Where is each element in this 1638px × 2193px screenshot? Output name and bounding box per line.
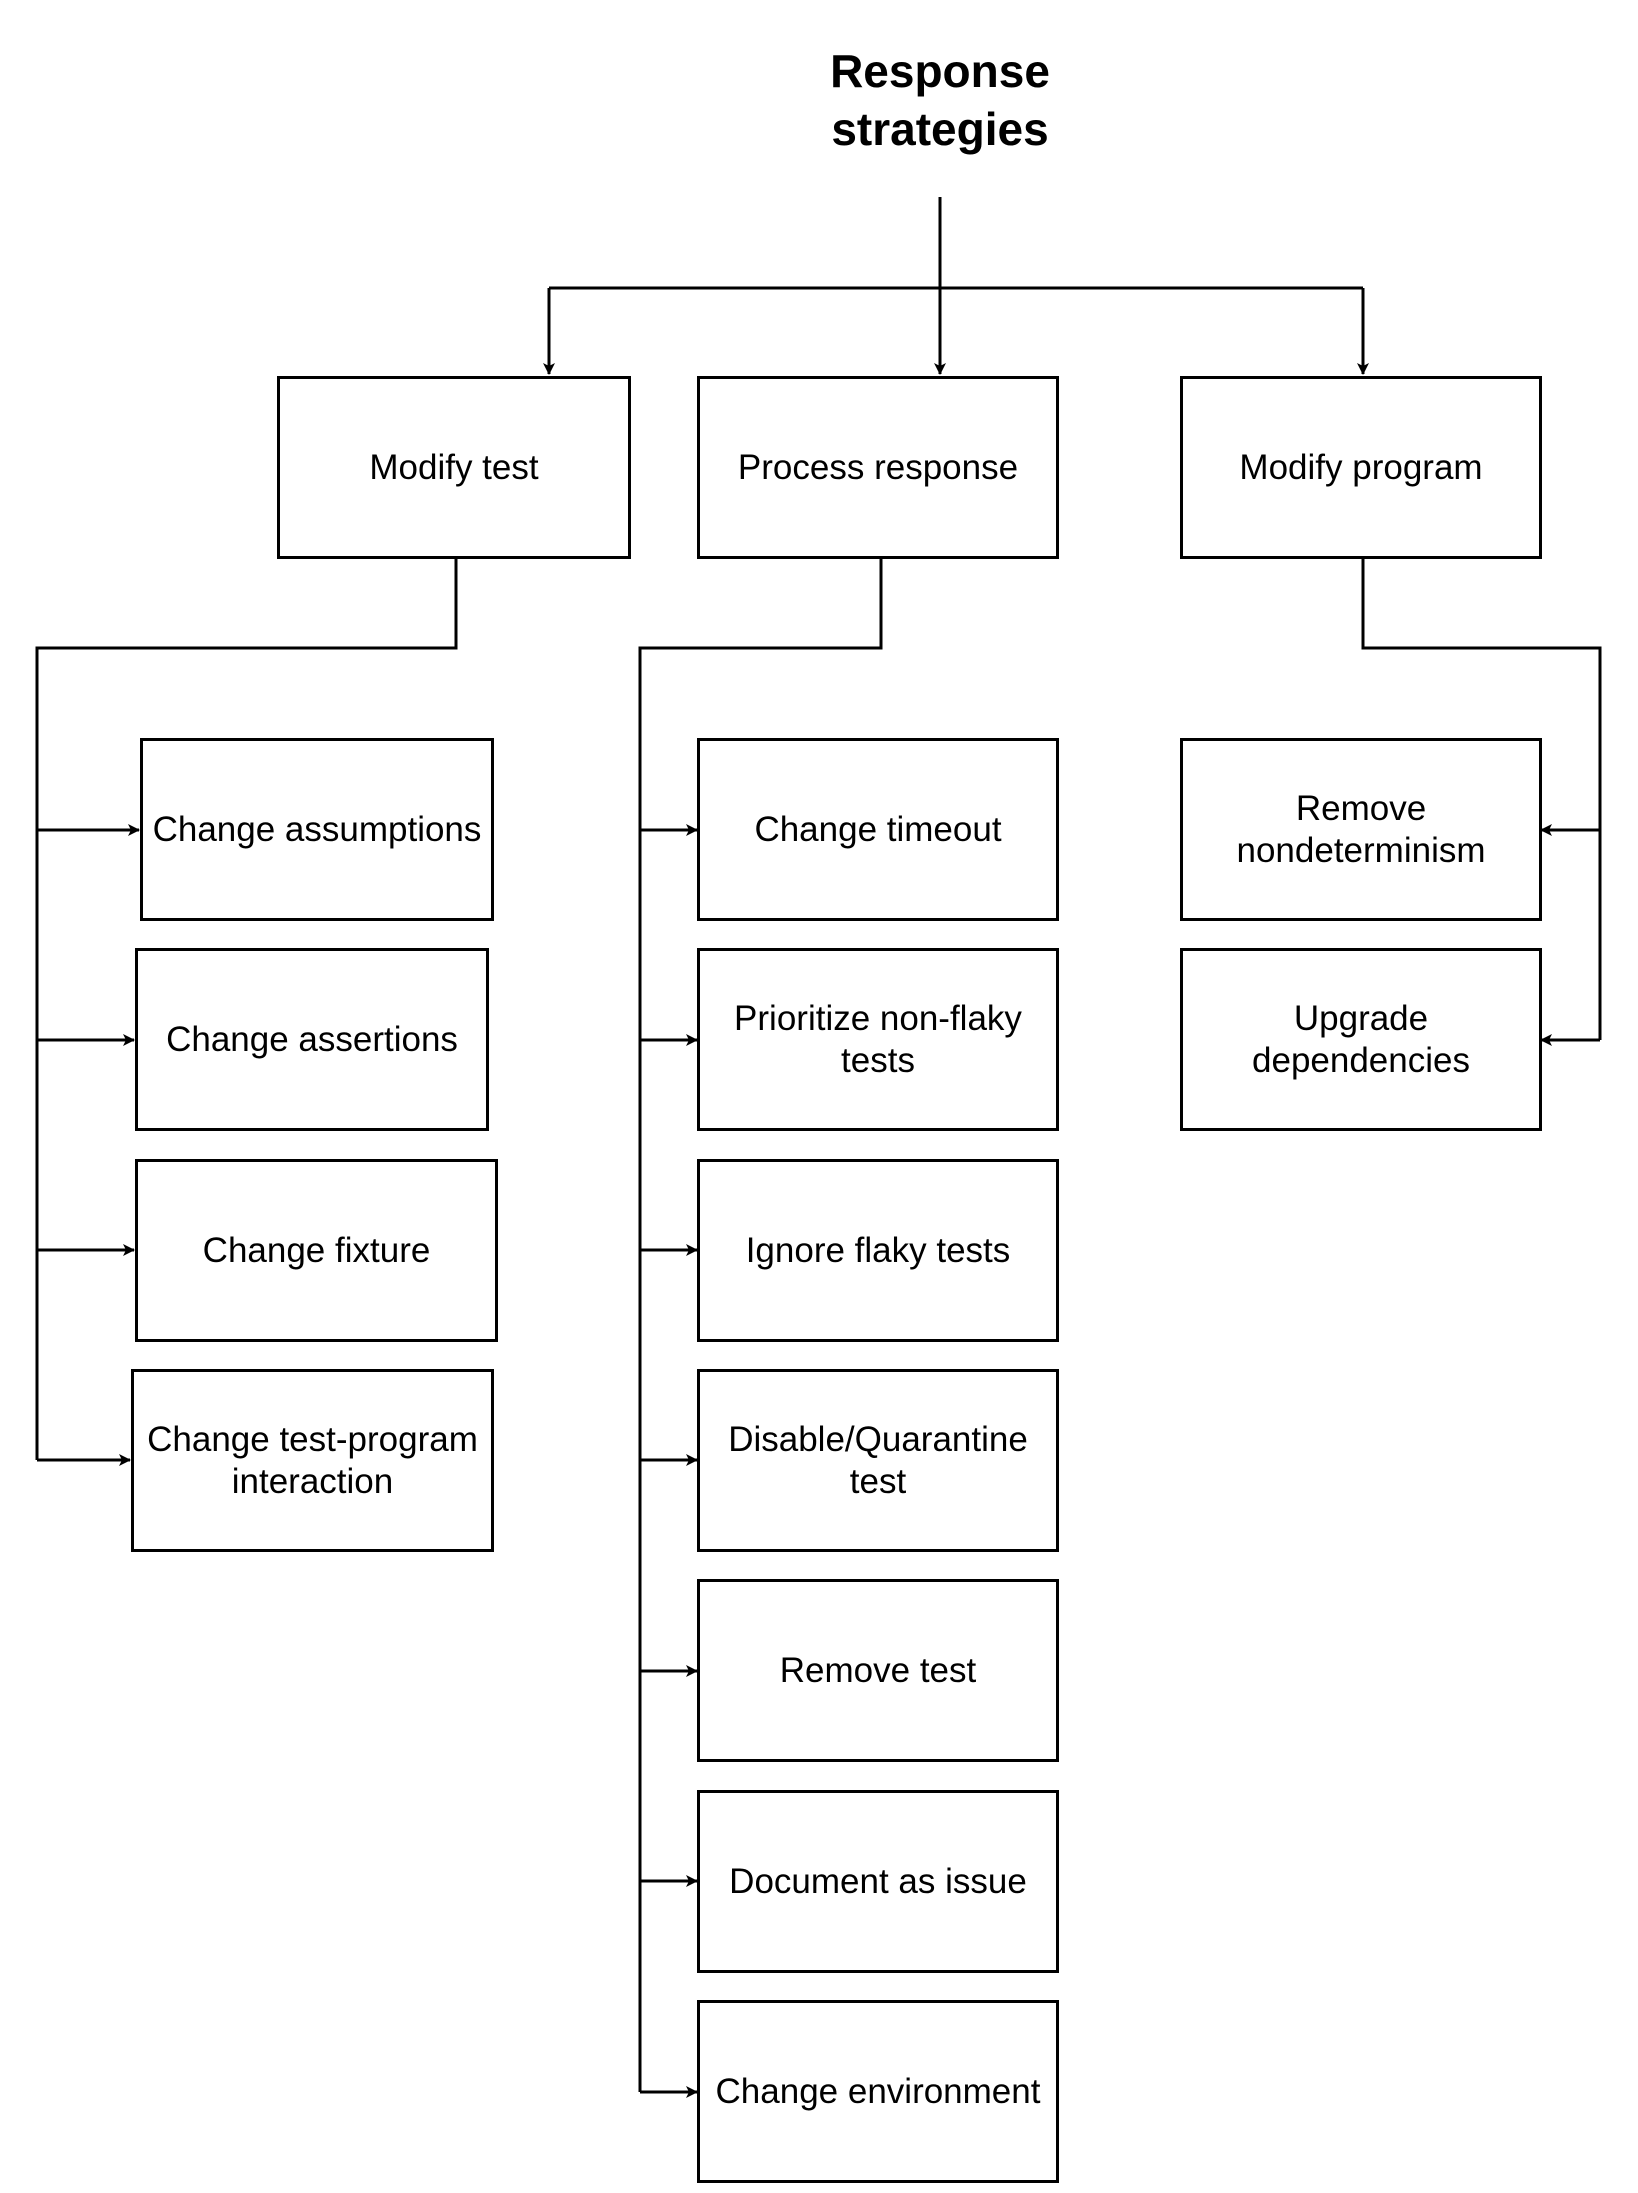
node-prioritize-non-flaky-tests: Prioritize non-flaky tests: [697, 948, 1059, 1131]
node-label: Change test-program interaction: [147, 1419, 478, 1501]
node-label: Change assumptions: [152, 809, 482, 849]
node-label: Modify test: [369, 447, 539, 487]
node-label: Document as issue: [729, 1861, 1027, 1901]
node-document-as-issue: Document as issue: [697, 1790, 1059, 1973]
node-change-timeout: Change timeout: [697, 738, 1059, 921]
node-change-environment: Change environment: [697, 2000, 1059, 2183]
node-upgrade-dependencies: Upgrade dependencies: [1180, 948, 1542, 1131]
node-remove-test: Remove test: [697, 1579, 1059, 1762]
node-label: Remove nondeterminism: [1236, 788, 1486, 870]
process-response-trunk-line: [638, 557, 883, 2092]
node-process-response: Process response: [697, 376, 1059, 559]
node-change-assertions: Change assertions: [135, 948, 489, 1131]
node-remove-nondeterminism: Remove nondeterminism: [1180, 738, 1542, 921]
node-disable-quarantine-test: Disable/Quarantine test: [697, 1369, 1059, 1552]
node-modify-program: Modify program: [1180, 376, 1542, 559]
node-change-test-program-interaction: Change test-program interaction: [131, 1369, 494, 1552]
node-label: Upgrade dependencies: [1252, 998, 1470, 1080]
diagram-title: Response strategies: [830, 45, 1050, 155]
node-modify-test: Modify test: [277, 376, 631, 559]
node-label: Change fixture: [202, 1230, 431, 1270]
node-label: Ignore flaky tests: [745, 1230, 1011, 1270]
modify-program-trunk-line: [1361, 557, 1602, 1040]
node-label: Prioritize non-flaky tests: [734, 998, 1022, 1080]
modify-test-trunk-line: [35, 557, 458, 1460]
node-label: Remove test: [779, 1650, 977, 1690]
node-change-fixture: Change fixture: [135, 1159, 498, 1342]
node-label: Change environment: [715, 2071, 1041, 2111]
node-label: Modify program: [1239, 447, 1483, 487]
node-label: Change timeout: [754, 809, 1002, 849]
node-ignore-flaky-tests: Ignore flaky tests: [697, 1159, 1059, 1342]
node-label: Change assertions: [166, 1019, 458, 1059]
node-change-assumptions: Change assumptions: [140, 738, 494, 921]
node-label: Process response: [737, 447, 1019, 487]
node-label: Disable/Quarantine test: [728, 1419, 1028, 1501]
